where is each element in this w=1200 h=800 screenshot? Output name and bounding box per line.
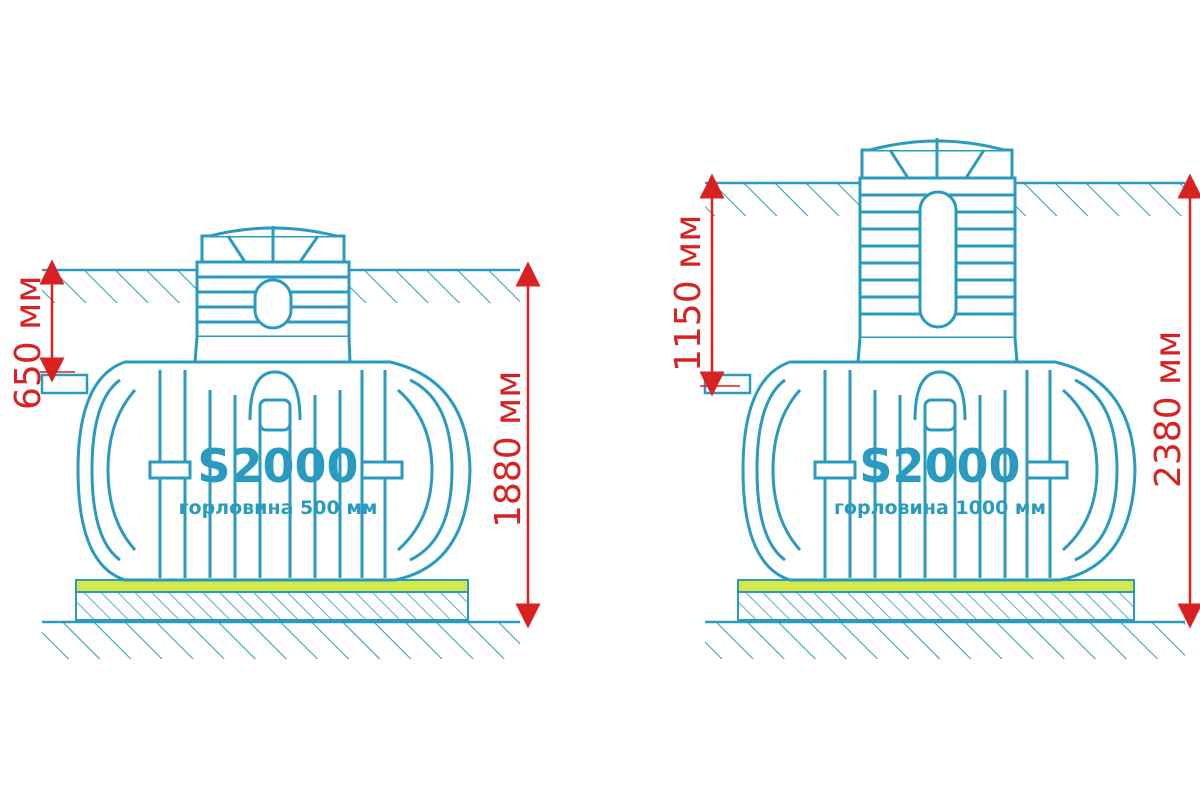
right-base-slab: [737, 579, 1135, 621]
right-ground-surface: [705, 181, 1185, 216]
left-total-height-label: 1880 мм: [488, 371, 529, 528]
left-tank-lid: [200, 226, 346, 264]
right-total-height-label: 2380 мм: [1148, 331, 1189, 488]
right-tank-model-label: S2000: [859, 439, 1020, 493]
right-burial-depth-dimension: 1150 мм: [668, 173, 740, 397]
left-tank-neck-label: горловина 500 мм: [179, 497, 378, 519]
left-base-slab: [75, 579, 469, 621]
right-tank-assembly: S2000 горловина 1000 мм 1150 мм 2380 мм: [668, 138, 1200, 659]
left-tank-body: [76, 360, 472, 582]
left-tank-assembly: S2000 горловина 500 мм 650 мм 1880 мм: [8, 226, 541, 659]
right-burial-depth-label: 1150 мм: [668, 215, 709, 372]
left-tank-model-label: S2000: [197, 439, 358, 493]
left-burial-depth-label: 650 мм: [8, 276, 49, 410]
right-tank-neck-label: горловина 1000 мм: [834, 497, 1046, 519]
left-tank-neck: [193, 260, 352, 364]
left-total-height-dimension: 1880 мм: [488, 261, 541, 629]
right-tank-body: [741, 360, 1137, 582]
left-burial-depth-dimension: 650 мм: [8, 259, 75, 410]
left-ground-surface: [42, 268, 520, 303]
right-bottom-soil: [705, 620, 1185, 659]
right-tank-neck: [856, 176, 1019, 364]
right-total-height-dimension: 2380 мм: [1148, 173, 1200, 629]
right-tank-lid: [860, 138, 1014, 180]
left-bottom-soil: [42, 620, 520, 659]
